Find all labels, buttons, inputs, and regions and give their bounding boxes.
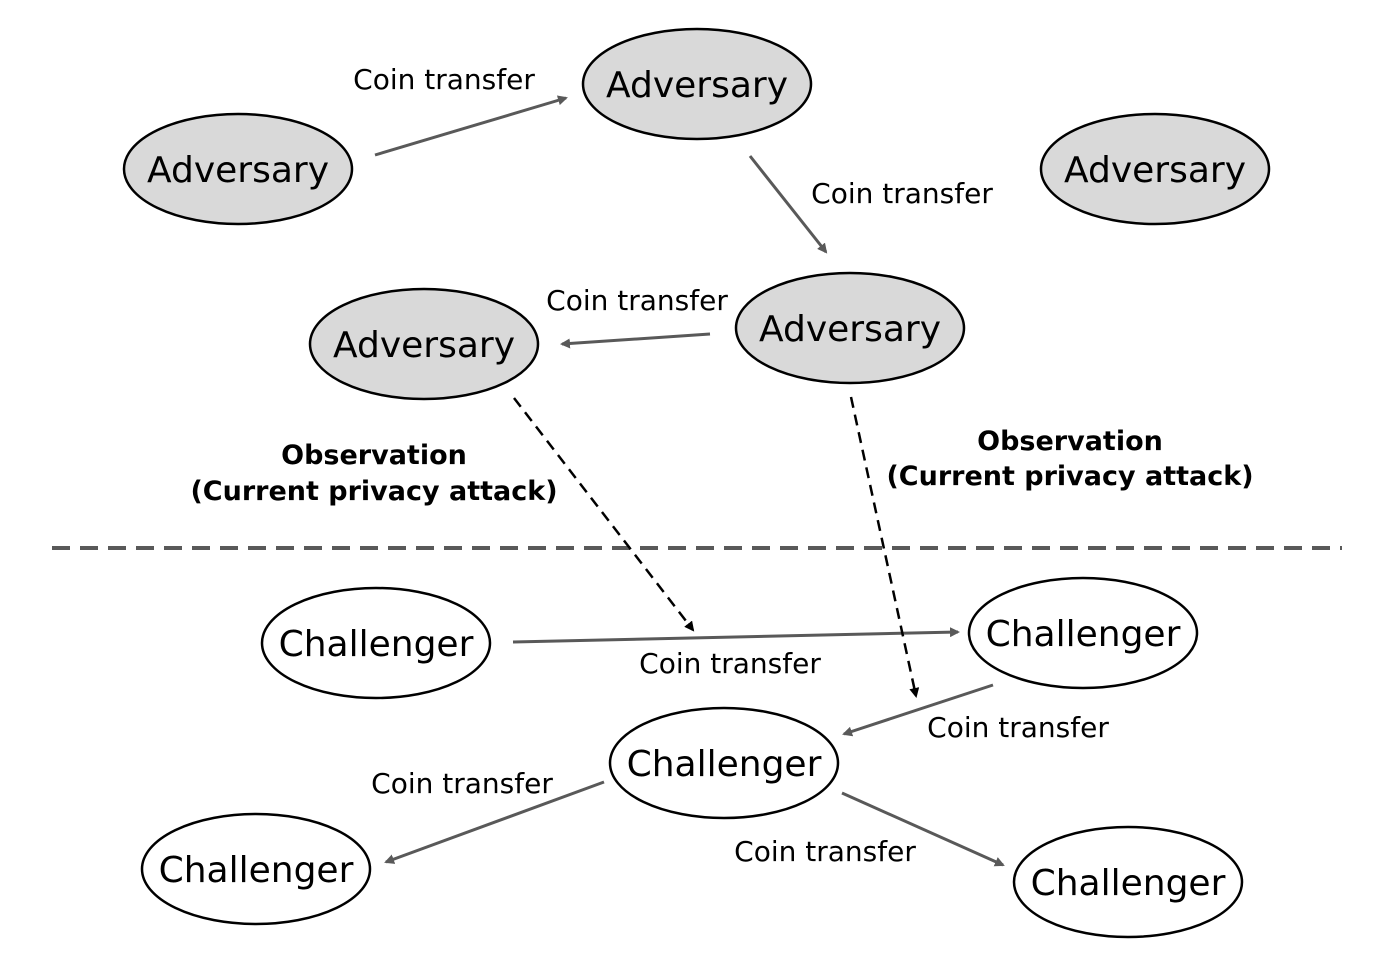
challenger-node-1: Challenger (260, 586, 492, 700)
observation-left-subtitle: (Current privacy attack) (190, 476, 557, 507)
observation-right-title: Observation (977, 426, 1163, 457)
observation-right-subtitle: (Current privacy attack) (886, 461, 1253, 492)
adversary-node-4: Adversary (308, 287, 540, 401)
adversary-node-3-label: Adversary (1064, 150, 1246, 191)
transfer-arrow-4 (512, 627, 960, 644)
challenger-node-3-label: Challenger (627, 744, 822, 785)
transfer-arrow-3 (560, 332, 711, 349)
challenger-node-5: Challenger (1012, 825, 1244, 939)
observation-left-title: Observation (281, 440, 467, 471)
transfer-label-1: Coin transfer (353, 63, 535, 96)
adversary-node-5-label: Adversary (759, 309, 941, 350)
transfer-arrow-2 (748, 155, 828, 254)
adversary-node-3: Adversary (1039, 112, 1271, 226)
adversary-node-1: Adversary (122, 112, 354, 226)
challenger-node-2-label: Challenger (986, 614, 1181, 655)
transfer-arrow-5 (842, 683, 994, 737)
transfer-label-6: Coin transfer (371, 767, 553, 800)
transfer-arrow-6 (384, 780, 605, 864)
transfer-label-7: Coin transfer (734, 835, 916, 868)
adversary-node-2-label: Adversary (606, 65, 788, 106)
transfer-arrow-7 (841, 791, 1005, 867)
transfer-label-2: Coin transfer (811, 177, 993, 210)
challenger-node-5-label: Challenger (1031, 863, 1226, 904)
challenger-node-1-label: Challenger (279, 624, 474, 665)
challenger-node-4-label: Challenger (159, 850, 354, 891)
transfer-label-3: Coin transfer (546, 284, 728, 317)
challenger-node-2: Challenger (967, 576, 1199, 690)
adversary-node-2: Adversary (581, 27, 813, 141)
challenger-node-4: Challenger (140, 812, 372, 926)
challenger-node-3: Challenger (608, 706, 840, 820)
observation-arrow-left (513, 397, 695, 632)
adversary-node-1-label: Adversary (147, 150, 329, 191)
transfer-label-5: Coin transfer (927, 711, 1109, 744)
adversary-node-5: Adversary (734, 271, 966, 385)
transfer-label-4: Coin transfer (639, 647, 821, 680)
adversary-node-4-label: Adversary (333, 325, 515, 366)
observation-arrow-right (849, 396, 920, 698)
transfer-arrow-1 (374, 95, 568, 157)
